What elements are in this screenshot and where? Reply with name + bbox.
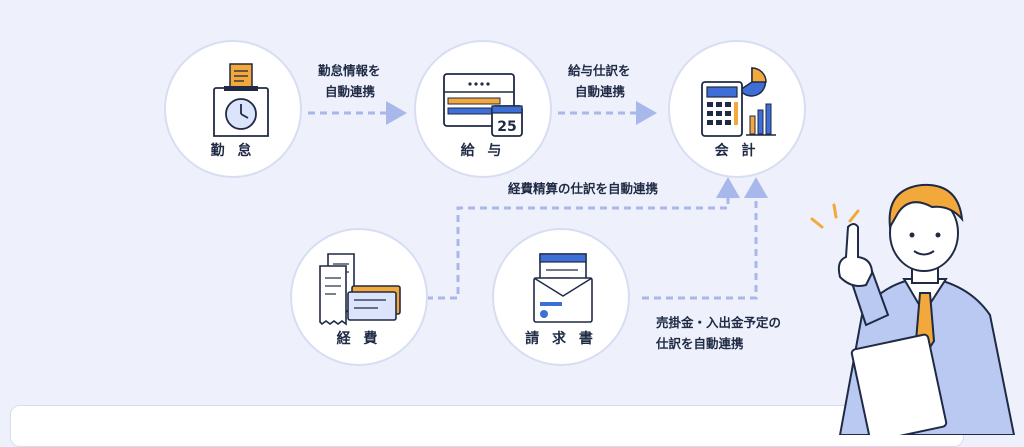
node-kaikei[interactable]: 会 計 [668,40,806,178]
businessman-illustration [810,183,1016,435]
node-seikyu[interactable]: 請 求 書 [492,228,630,366]
flow-label-seikyu-kaikei: 売掛金・入出金予定の 仕訳を自動連携 [656,312,781,354]
flow-label-line: 自動連携 [575,84,626,99]
flow-label-line: 売掛金・入出金予定の [656,315,782,330]
node-kintai[interactable]: 勤 怠 [164,40,302,178]
node-seikyu-label: 請 求 書 [525,331,597,347]
calendar-day: 25 [497,119,516,135]
invoice-envelope-icon [533,253,593,323]
node-kaikei-label: 会 計 [714,143,760,159]
flow-label-line: 仕訳を自動連携 [656,336,744,351]
flow-label-line: 勤怠情報を [318,63,381,78]
connector-lines [308,101,768,300]
receipts-icon [319,253,401,326]
integration-diagram: 勤 怠 25 給 与 [10,40,1016,447]
node-kyuyo-label: 給 与 [460,143,506,159]
node-kintai-label: 勤 怠 [210,143,256,159]
flow-label-kyuyo-kaikei: 給与仕訳を 自動連携 [568,60,631,102]
flow-label-kintai-kyuyo: 勤怠情報を 自動連携 [318,60,381,102]
node-keihi-label: 経 費 [336,331,382,347]
node-kyuyo[interactable]: 25 給 与 [414,40,552,178]
time-clock-icon [213,63,269,137]
connector-keihi-kaikei [426,177,740,300]
flow-label-line: 経費精算の仕訳を自動連携 [508,181,659,196]
calculator-chart-icon [701,67,776,137]
payroll-calendar-icon: 25 [443,73,523,137]
node-keihi[interactable]: 経 費 [290,228,428,366]
flow-label-line: 給与仕訳を [568,63,631,78]
flow-label-line: 自動連携 [325,84,376,99]
connector-seikyu-kaikei [642,177,768,300]
flow-label-keihi-kaikei: 経費精算の仕訳を自動連携 [508,178,658,199]
